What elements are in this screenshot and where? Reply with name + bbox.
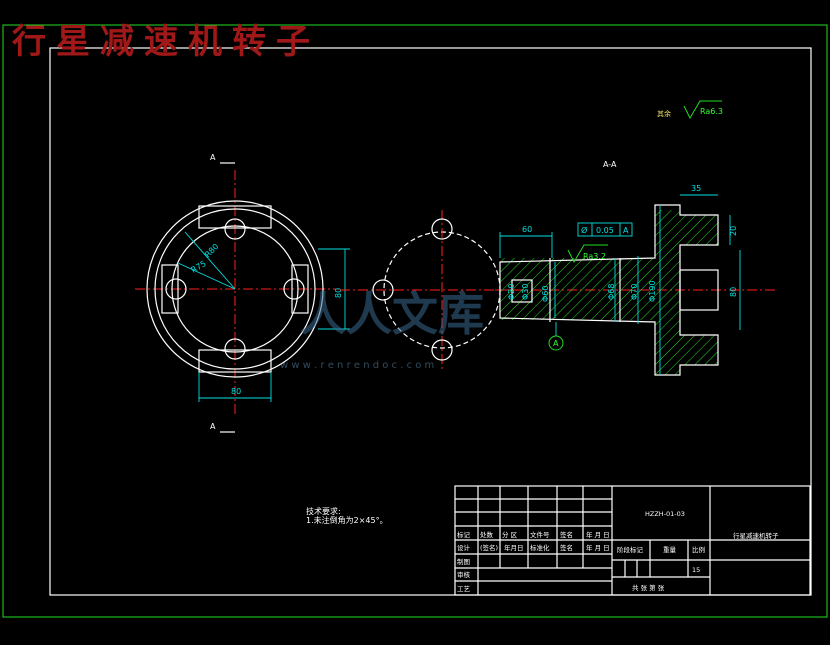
technical-requirements: 技术要求: 1.未注倒角为2×45°。 bbox=[306, 506, 388, 525]
svg-text:比例: 比例 bbox=[692, 545, 705, 554]
svg-text:设计: 设计 bbox=[457, 543, 471, 552]
svg-text:分 区: 分 区 bbox=[502, 530, 518, 539]
svg-text:Φ20: Φ20 bbox=[507, 284, 516, 300]
roughness-note: 其余 Ra6.3 bbox=[657, 100, 723, 120]
svg-text:文件号: 文件号 bbox=[530, 530, 550, 539]
drawing-title-banner: 行星减速机转子 bbox=[12, 22, 320, 62]
svg-text:A: A bbox=[210, 153, 216, 162]
svg-text:标记: 标记 bbox=[457, 530, 471, 539]
svg-text:年 月 日: 年 月 日 bbox=[586, 543, 610, 552]
svg-text:HZZH-01-03: HZZH-01-03 bbox=[645, 510, 685, 518]
inner-frame bbox=[49, 47, 812, 596]
svg-text:其余: 其余 bbox=[657, 109, 671, 118]
svg-text:技术要求:: 技术要求: bbox=[306, 506, 341, 516]
svg-text:制图: 制图 bbox=[457, 557, 470, 566]
svg-text:标准化: 标准化 bbox=[530, 543, 550, 552]
svg-text:Φ68: Φ68 bbox=[607, 284, 616, 300]
svg-text:Ø: Ø bbox=[581, 225, 587, 235]
svg-text:w w w . r e n r e n d o c . c: w w w . r e n r e n d o c . c o m bbox=[280, 360, 434, 371]
svg-text:阶段标记: 阶段标记 bbox=[617, 545, 644, 554]
svg-text:行星减速机转子: 行星减速机转子 bbox=[733, 531, 779, 540]
section-view: A-A 60 35 80 20 Φ60 Φ68 Φ70 Φ190 Φ20 Φ30 bbox=[495, 160, 775, 376]
watermark: 人人文库 w w w . r e n r e n d o c . c o m bbox=[280, 287, 484, 371]
svg-text:Φ190: Φ190 bbox=[648, 280, 657, 302]
svg-text:60: 60 bbox=[522, 225, 532, 234]
svg-text:Φ60: Φ60 bbox=[541, 286, 550, 302]
svg-text:工艺: 工艺 bbox=[457, 585, 471, 593]
svg-text:1.未注倒角为2×45°。: 1.未注倒角为2×45°。 bbox=[306, 515, 388, 525]
svg-text:(签名): (签名) bbox=[480, 543, 498, 552]
svg-text:A: A bbox=[210, 422, 216, 431]
svg-text:Ra6.3: Ra6.3 bbox=[700, 107, 723, 116]
svg-text:Φ30: Φ30 bbox=[521, 284, 530, 300]
svg-text:A: A bbox=[553, 339, 559, 348]
svg-text:15: 15 bbox=[692, 566, 700, 574]
svg-text:签名: 签名 bbox=[560, 543, 573, 552]
title-block: HZZH-01-03 行星减速机转子 15 标记 处数 分 区 文件号 签名 年… bbox=[454, 485, 811, 596]
svg-text:Ra3.2: Ra3.2 bbox=[583, 252, 606, 261]
svg-text:共 张 第 张: 共 张 第 张 bbox=[632, 583, 665, 592]
svg-text:年 月 日: 年 月 日 bbox=[586, 530, 610, 539]
outer-border bbox=[2, 24, 828, 618]
svg-text:80: 80 bbox=[231, 387, 241, 396]
svg-text:Φ70: Φ70 bbox=[630, 284, 639, 300]
svg-text:A-A: A-A bbox=[603, 160, 617, 169]
svg-text:重量: 重量 bbox=[663, 546, 677, 554]
svg-text:35: 35 bbox=[691, 184, 701, 193]
svg-text:80: 80 bbox=[334, 288, 343, 298]
svg-text:80: 80 bbox=[729, 287, 738, 297]
svg-text:年月日: 年月日 bbox=[504, 543, 524, 552]
svg-text:0.05: 0.05 bbox=[596, 226, 614, 235]
svg-text:R80: R80 bbox=[203, 242, 221, 260]
svg-text:审核: 审核 bbox=[457, 570, 471, 579]
svg-text:20: 20 bbox=[729, 226, 738, 236]
svg-text:人人文库: 人人文库 bbox=[300, 287, 484, 341]
svg-text:A: A bbox=[623, 226, 629, 235]
svg-text:处数: 处数 bbox=[480, 530, 494, 539]
svg-text:签名: 签名 bbox=[560, 530, 573, 539]
